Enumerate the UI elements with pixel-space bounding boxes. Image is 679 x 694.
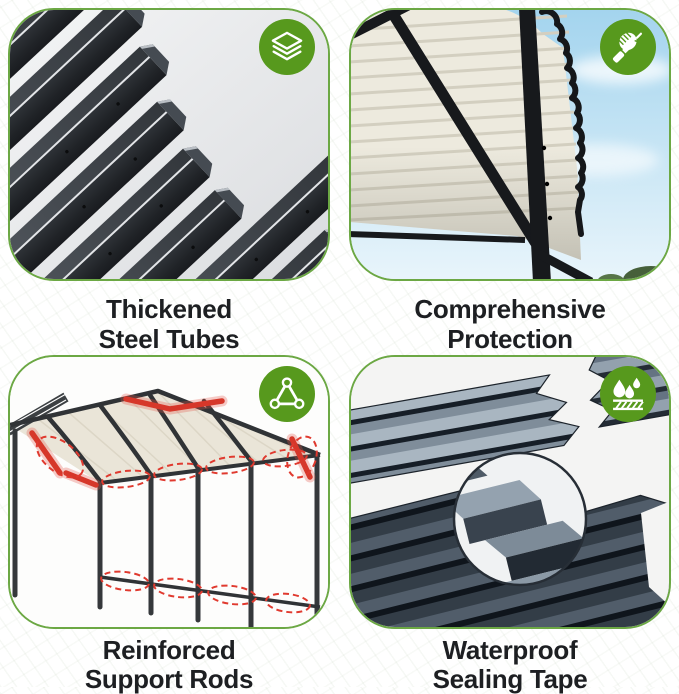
- feature-comprehensive-protection: Comprehensive Protection: [349, 8, 671, 355]
- caption-line: Comprehensive: [414, 294, 606, 324]
- feature-waterproof-sealing-tape: Waterproof Sealing Tape: [349, 354, 671, 694]
- feature-row-bottom: Reinforced Support Rods: [0, 354, 679, 694]
- triangle-nodes-icon: [269, 377, 305, 409]
- roof-panels-photo: [351, 356, 669, 627]
- feature-thickened-steel-tubes: Thickened Steel Tubes: [8, 8, 330, 355]
- caption-line: Steel Tubes: [98, 324, 240, 355]
- caption-reinforced-support-rods: Reinforced Support Rods: [8, 629, 330, 694]
- caption-line: Support Rods: [84, 663, 254, 694]
- caption-line: Thickened: [106, 294, 232, 324]
- feature-badge: [259, 365, 315, 422]
- caption-line: Protection: [447, 324, 573, 355]
- carport-corner-photo: [351, 10, 669, 279]
- feature-badge: [600, 365, 656, 422]
- feature-reinforced-support-rods: Reinforced Support Rods: [8, 354, 330, 694]
- caption-line: Reinforced: [102, 634, 236, 665]
- card-steel-tubes: [8, 8, 330, 281]
- card-support-rods: [8, 354, 330, 629]
- card-sealing-tape: [349, 354, 671, 629]
- caption-comprehensive-protection: Comprehensive Protection: [349, 281, 671, 355]
- steel-tubes-photo: [10, 10, 328, 279]
- caption-thickened-steel-tubes: Thickened Steel Tubes: [8, 281, 330, 355]
- carport-diagram: [10, 356, 328, 627]
- hand-tool-icon: [612, 32, 643, 63]
- feature-badge: [259, 19, 315, 75]
- caption-waterproof-sealing-tape: Waterproof Sealing Tape: [349, 629, 671, 694]
- caption-line: Sealing Tape: [432, 663, 588, 694]
- layers-icon: [271, 31, 303, 61]
- card-protection: [349, 8, 671, 281]
- magnifier-circle: [452, 451, 588, 587]
- caption-line: Waterproof: [442, 634, 578, 665]
- feature-badge: [600, 19, 656, 75]
- water-drops-icon: [613, 377, 644, 410]
- feature-row-top: Thickened Steel Tubes: [0, 8, 679, 355]
